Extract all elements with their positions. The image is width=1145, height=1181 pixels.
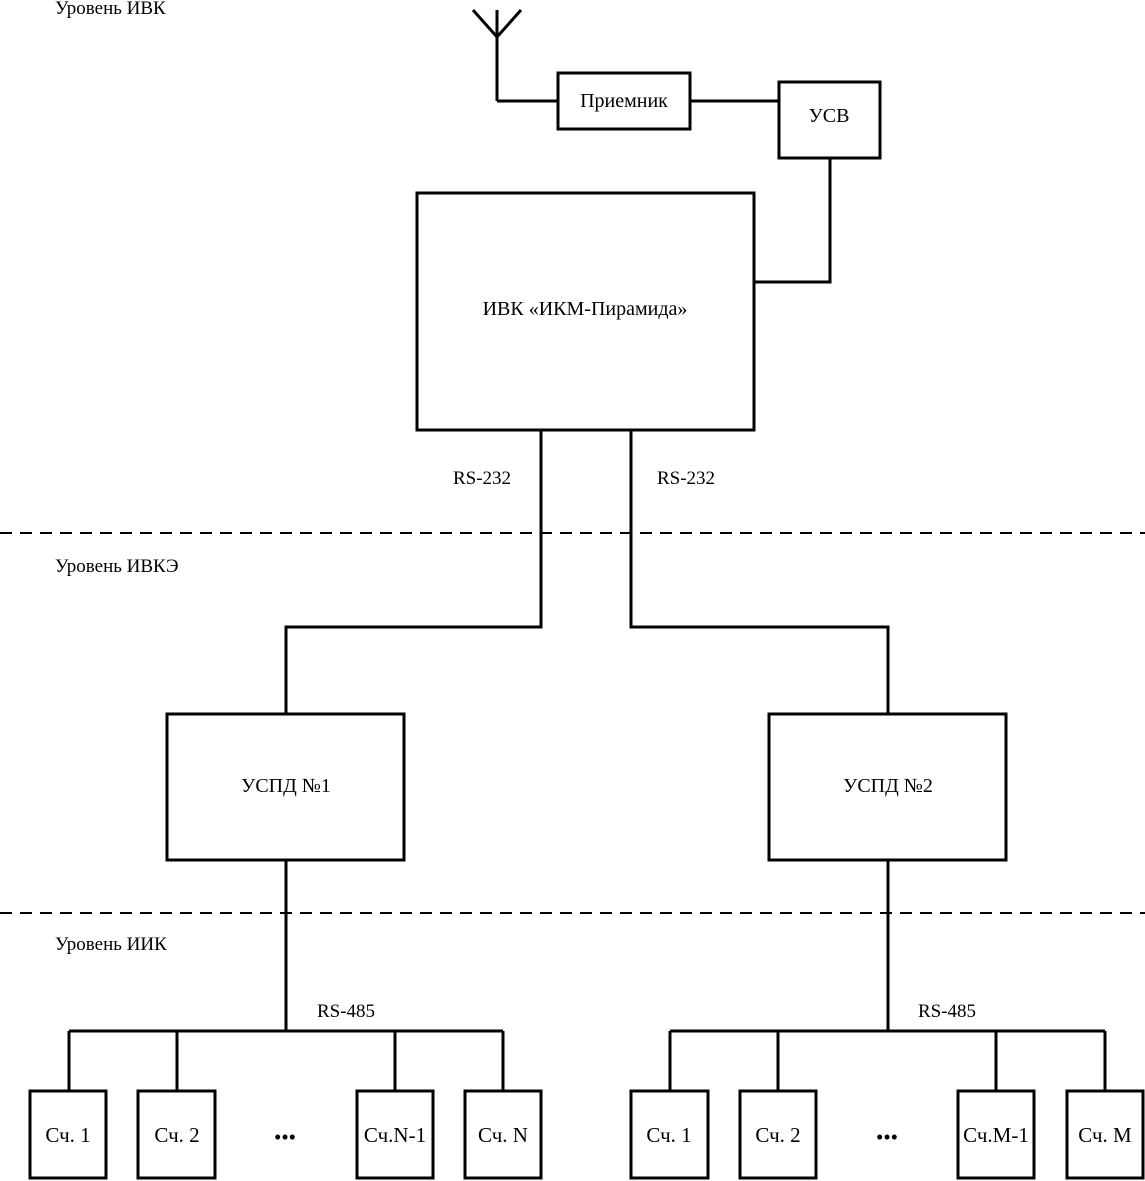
rs485-bus-left	[67, 860, 505, 1091]
meter-box-g1-4	[463, 1089, 543, 1180]
meter-label-g2-2: Сч. 2	[755, 1123, 800, 1147]
meter-box-g2-2	[738, 1089, 818, 1180]
level-label-ivk: Уровень ИВК	[55, 0, 166, 19]
receiver-label: Приемник	[580, 90, 668, 112]
meter-label-g2-1: Сч. 1	[646, 1123, 691, 1147]
meter-box-g1-1	[28, 1089, 108, 1180]
meter-label-g1-1: Сч. 1	[45, 1123, 90, 1147]
meter-box-g1-3	[355, 1089, 435, 1180]
usv-box	[777, 80, 882, 160]
ivk-box	[415, 191, 756, 432]
rs485-right-label: RS-485	[918, 1001, 976, 1022]
rs232-right-label: RS-232	[657, 468, 715, 489]
uspd1-label: УСПД №1	[241, 775, 331, 797]
uspd2-box	[767, 712, 1008, 862]
receiver-box	[556, 71, 692, 131]
meter-label-g1-3: Сч.N-1	[364, 1123, 426, 1147]
ellipsis-g1: •••	[274, 1125, 296, 1149]
meter-box-g2-3	[956, 1089, 1036, 1180]
level-label-iik: Уровень ИИК	[55, 934, 167, 955]
uspd2-label: УСПД №2	[843, 775, 933, 797]
ellipsis-g2: •••	[876, 1125, 898, 1149]
usv-label: УСВ	[809, 105, 850, 127]
meter-box-g2-1	[629, 1089, 710, 1180]
rs485-bus-right	[668, 860, 1107, 1091]
meter-label-g1-4: Сч. N	[478, 1123, 528, 1147]
meter-box-g1-2	[136, 1089, 217, 1180]
ivk-label: ИВК «ИКМ-Пирамида»	[483, 298, 688, 320]
usv-ivk-link	[754, 158, 832, 284]
antenna-icon	[471, 9, 523, 101]
rs232-link-left	[284, 430, 543, 714]
level-label-ivke: Уровень ИВКЭ	[55, 556, 179, 577]
meter-label-g2-4: Сч. М	[1078, 1123, 1132, 1147]
meter-label-g2-3: Сч.М-1	[963, 1123, 1029, 1147]
rs232-link-right	[629, 430, 890, 714]
meter-box-g2-4	[1065, 1089, 1145, 1180]
rs232-left-label: RS-232	[453, 468, 511, 489]
meter-label-g1-2: Сч. 2	[154, 1123, 199, 1147]
rs485-left-label: RS-485	[317, 1001, 375, 1022]
